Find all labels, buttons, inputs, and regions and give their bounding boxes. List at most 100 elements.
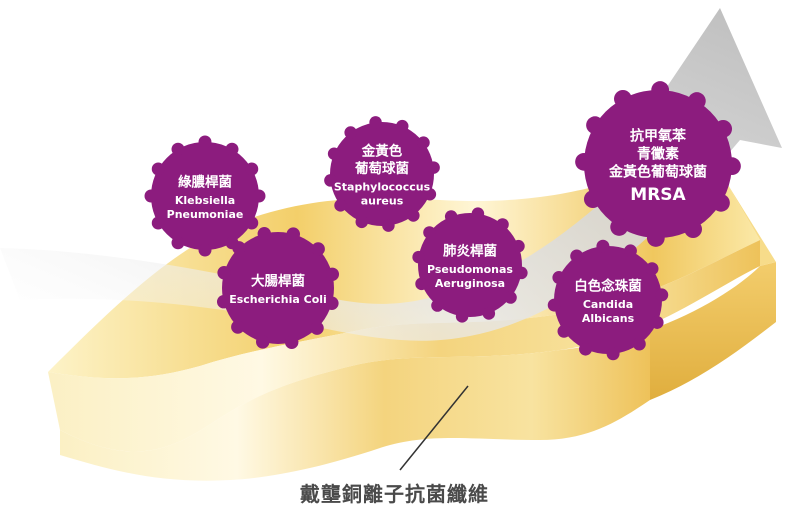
bacterium-latin-name: Pneumoniae <box>167 208 244 221</box>
bacterium-bump <box>144 189 158 203</box>
bacterium-chinese-name: 葡萄球菌 <box>354 160 409 177</box>
bacterium-latin-name: Albicans <box>582 312 635 325</box>
bacterium-latin-name: Candida <box>583 298 633 311</box>
bacterium-bump <box>455 310 469 323</box>
bacterium-bump <box>334 199 347 212</box>
bacterium-bump <box>245 162 259 176</box>
bacterium-bump <box>369 116 382 129</box>
bacterium-chinese-name: 青黴素 <box>637 146 679 163</box>
bacterium-3: 大腸桿菌 Escherichia Coli <box>216 226 340 350</box>
bacterium-bump <box>496 218 509 231</box>
bacterium-bump <box>231 320 245 334</box>
bacterium-bump <box>417 136 430 149</box>
bacterium-bump <box>586 116 604 135</box>
bacterium-bump <box>471 207 485 220</box>
bacterium-bump <box>650 315 664 329</box>
bacterium-chinese-name: 白色念珠菌 <box>574 277 642 294</box>
bacterium-bump <box>547 298 561 312</box>
bacterium-latin-name: aureus <box>361 195 404 208</box>
bacterium-bump <box>687 92 706 110</box>
bacterium-bump <box>252 189 266 203</box>
bacterium-bump <box>712 193 730 212</box>
bacterium-body <box>330 122 434 226</box>
bacterium-bump <box>245 216 259 230</box>
bacterium-bump <box>596 239 610 253</box>
bacterium-bump <box>415 277 428 291</box>
bacterium-bump <box>723 157 741 176</box>
bacterium-bump <box>614 89 632 108</box>
bacterium-body <box>584 90 732 238</box>
bacterium-bump <box>324 174 337 187</box>
bacterium-bump <box>552 271 566 285</box>
bacterium-bump <box>431 299 444 312</box>
bacterium-bump <box>444 210 458 223</box>
bacterium-latin-name: Staphylococcus <box>334 181 431 194</box>
bacterium-bump <box>575 152 593 171</box>
bacterium-body <box>554 246 662 354</box>
bacterium-latin-name: MRSA <box>630 185 686 205</box>
bacterium-bump <box>325 267 340 282</box>
bacterium-latin-name: Escherichia Coli <box>229 293 327 306</box>
bacterium-bump <box>423 188 437 201</box>
fabric-lower-body <box>60 330 650 481</box>
bacterium-bump <box>655 288 669 302</box>
bacterium-bump <box>382 219 395 232</box>
bacterium-bump <box>171 236 185 250</box>
bacterium-chinese-name: 肺炎桿菌 <box>443 242 497 259</box>
bacterium-bump <box>570 249 584 263</box>
bacterium-bump <box>325 296 339 311</box>
bacterium-bump <box>198 243 212 257</box>
bacterium-bump <box>651 81 670 99</box>
bacterium-bump <box>512 239 525 253</box>
fabric-right-face <box>650 262 776 400</box>
bacterium-bump <box>646 229 665 247</box>
bacterium-bump <box>232 241 246 255</box>
bacterium-body <box>418 213 522 317</box>
bacterium-bump <box>623 244 637 258</box>
bacterium-bump <box>286 227 301 241</box>
bacterium-chinese-name: 綠膿桿菌 <box>178 173 232 190</box>
bacterium-bump <box>714 120 733 138</box>
bacterium-bump <box>684 220 702 239</box>
bacterium-bump <box>583 190 602 208</box>
bacterium-bump <box>217 265 231 280</box>
bacterium-bump <box>216 294 231 309</box>
bacterium-body <box>222 232 334 344</box>
caption-pointer-line <box>399 385 469 471</box>
bacterium-bump <box>482 307 496 320</box>
bacterium-bump <box>355 215 368 229</box>
bacterium-latin-name: Pseudomonas <box>427 263 513 276</box>
bacterium-bump <box>579 342 593 356</box>
bacterium-bump <box>632 337 646 351</box>
bacterium-latin-name: Klebsiella <box>175 194 235 207</box>
bacterium-bump <box>515 266 528 280</box>
bacterium-bump <box>310 321 324 335</box>
bacterium-bump <box>396 119 409 133</box>
bacterium-bump <box>504 291 517 304</box>
bacterium-chinese-name: 金黃色 <box>361 143 403 160</box>
fabric-top-edge-highlight <box>720 172 776 266</box>
bacterium-bump <box>412 250 425 264</box>
bacterium-bump <box>557 324 571 338</box>
bacterium-chinese-name: 金黃色葡萄球菌 <box>608 164 707 181</box>
bacterium-bump <box>344 126 357 139</box>
bacterium-bump <box>198 135 212 149</box>
bacterium-body <box>151 142 259 250</box>
bacterium-chinese-name: 大腸桿菌 <box>251 272 305 289</box>
bacterium-bump <box>610 218 629 236</box>
caption-label: 戴壟銅離子抗菌纖維 <box>300 482 489 506</box>
bacterium-bump <box>423 226 436 239</box>
bacterium-bump <box>407 209 420 222</box>
bacterium-bump <box>327 147 341 160</box>
bacterium-bump <box>151 216 165 230</box>
bacterium-bump <box>225 142 239 156</box>
bacterium-latin-name: Aeruginosa <box>435 277 505 290</box>
bacterium-bump <box>257 226 272 241</box>
bacterium-bump <box>606 347 620 361</box>
